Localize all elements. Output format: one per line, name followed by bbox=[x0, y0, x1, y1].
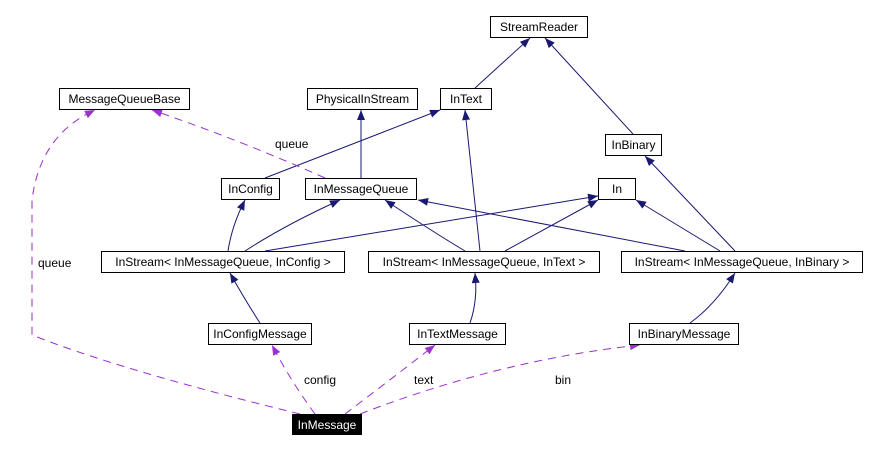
edge-inbinary-streamreader bbox=[544, 37, 634, 135]
arrowhead-icon bbox=[645, 156, 655, 167]
edge-instreamtext-intext bbox=[464, 109, 481, 252]
node-inmessage[interactable]: InMessage bbox=[292, 414, 362, 435]
edge-label-queue-msg: queue bbox=[38, 256, 72, 270]
arrowhead-icon bbox=[329, 200, 340, 208]
arrowhead-icon bbox=[357, 110, 365, 120]
arrowhead-icon bbox=[237, 200, 245, 211]
edge-label-queue-mq: queue bbox=[275, 137, 309, 151]
edge-inconfig-intext bbox=[264, 109, 441, 179]
edge-intext-streamreader bbox=[474, 37, 531, 89]
node-inbinary[interactable]: InBinary bbox=[605, 134, 662, 156]
edge-inmessage-intextmessage bbox=[344, 344, 436, 415]
node-intext[interactable]: InText bbox=[440, 88, 492, 110]
arrowhead-icon bbox=[84, 110, 95, 119]
edge-instreambinary-inbinary bbox=[644, 155, 736, 252]
arrowhead-icon bbox=[545, 38, 555, 49]
node-instream-binary[interactable]: InStream< InMessageQueue, InBinary > bbox=[621, 251, 863, 273]
edge-label-bin: bin bbox=[555, 373, 572, 387]
arrowhead-icon bbox=[152, 109, 163, 118]
node-inconfig[interactable]: InConfig bbox=[221, 178, 280, 200]
node-in[interactable]: In bbox=[598, 178, 636, 200]
node-streamreader[interactable]: StreamReader bbox=[490, 16, 588, 38]
edge-instreambinary-in bbox=[635, 199, 721, 252]
node-inbinarymessage[interactable]: InBinaryMessage bbox=[629, 323, 739, 345]
node-intextmessage[interactable]: InTextMessage bbox=[409, 323, 506, 345]
node-instream-text[interactable]: InStream< InMessageQueue, InText > bbox=[368, 251, 600, 273]
node-inconfigmessage[interactable]: InConfigMessage bbox=[208, 323, 312, 345]
node-physicalinstream[interactable]: PhysicalInStream bbox=[307, 88, 418, 110]
edge-inmessage-messagequeuebase bbox=[31, 109, 301, 415]
arrowhead-icon bbox=[471, 273, 480, 284]
edge-label-config: config bbox=[304, 373, 337, 387]
node-instream-config[interactable]: InStream< InMessageQueue, InConfig > bbox=[101, 251, 345, 273]
arrowhead-icon bbox=[418, 197, 429, 206]
node-messagequeuebase[interactable]: MessageQueueBase bbox=[59, 88, 190, 110]
edge-label-text: text bbox=[414, 373, 434, 387]
arrowhead-icon bbox=[519, 38, 530, 48]
node-inmessagequeue[interactable]: InMessageQueue bbox=[305, 178, 417, 200]
arrowhead-icon bbox=[726, 273, 735, 284]
arrowhead-icon bbox=[587, 200, 598, 209]
arrowhead-icon bbox=[587, 193, 598, 202]
arrowhead-icon bbox=[429, 109, 440, 118]
arrowhead-icon bbox=[230, 273, 239, 284]
edge-instreamconfig-in bbox=[264, 195, 599, 252]
edge-inmessage-inbinarymessage bbox=[359, 344, 641, 415]
arrowhead-icon bbox=[636, 200, 647, 209]
arrowhead-icon bbox=[272, 345, 281, 356]
arrowhead-icon bbox=[424, 345, 435, 355]
edge-instreamconfig-inmessagequeue bbox=[244, 199, 341, 252]
edge-instreambinary-inmessagequeue bbox=[417, 199, 686, 252]
arrowhead-icon bbox=[385, 200, 396, 209]
edge-instreamtext-inmessagequeue bbox=[384, 199, 466, 252]
arrowhead-icon bbox=[462, 110, 471, 121]
